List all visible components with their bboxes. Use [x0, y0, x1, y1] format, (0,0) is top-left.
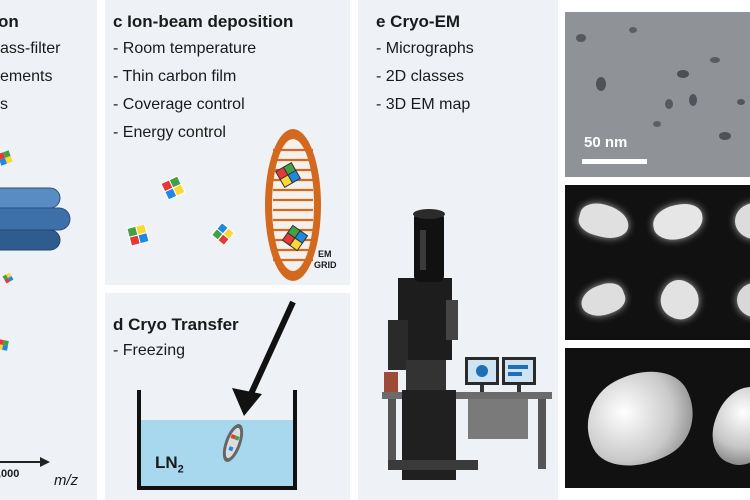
axis-tick-label: ,000: [0, 468, 20, 480]
panel-e-cryo-em: e Cryo-EM - Micrographs - 2D classes - 3…: [358, 0, 558, 500]
2d-class-6: [737, 283, 750, 317]
protein-chip-c1: [160, 175, 186, 201]
mz-axis-arrowhead: [40, 457, 50, 467]
2d-class-1: [575, 199, 633, 243]
panel-c-item-4: - Energy control: [113, 124, 226, 141]
axis-label-mz: m/z: [54, 472, 79, 489]
panel-b-mass-filter: on ass-filter ements s: [0, 0, 97, 500]
liquid-label: LN2: [155, 453, 184, 475]
protein-chip-b3: [0, 339, 9, 351]
liquid-label-subscript: 2: [177, 463, 184, 476]
panel-d-item-1: - Freezing: [113, 342, 186, 359]
em-grid-label-1: EM: [318, 249, 332, 259]
em-grid-icon: [265, 129, 321, 281]
panel-e-item-3: - 3D EM map: [376, 96, 471, 113]
panel-b-item-1: ass-filter: [0, 40, 61, 57]
scale-bar-label: 50 nm: [584, 134, 628, 151]
2d-classes-grid: [565, 185, 750, 340]
liquid-nitrogen: [139, 420, 295, 488]
panel-c-ion-beam-deposition: c Ion-beam deposition - Room temperature…: [105, 0, 350, 285]
protein-chip-c2: [126, 223, 150, 247]
2d-class-2: [650, 200, 706, 244]
panel-c-item-1: - Room temperature: [113, 40, 257, 57]
2d-class-5: [654, 274, 706, 326]
3d-map-surface-2: [703, 378, 750, 474]
panel-c-item-2: - Thin carbon film: [113, 68, 237, 85]
panel-b-item-2: ements: [0, 68, 53, 85]
panel-b-item-3: s: [0, 96, 8, 113]
protein-chip-c3: [211, 222, 235, 246]
panel-d-title: d Cryo Transfer: [113, 315, 239, 334]
panel-c-drawing: [126, 129, 321, 281]
panel-d-drawing: [137, 390, 297, 490]
3d-map-surface-1: [570, 353, 710, 485]
panel-e-title: e Cryo-EM: [376, 12, 461, 31]
panel-e-item-2: - 2D classes: [376, 68, 465, 85]
micrograph-particles: [576, 27, 745, 164]
3d-em-map: [565, 348, 750, 488]
2d-class-4: [577, 278, 629, 322]
protein-chip-b1: [0, 150, 13, 166]
quadrupole-rods-icon: [0, 187, 71, 251]
panel-c-item-3: - Coverage control: [113, 96, 245, 113]
frozen-grid-icon: [222, 424, 244, 462]
dewar-container: [137, 390, 297, 490]
2d-class-3: [735, 203, 750, 239]
protein-chip-b2: [2, 272, 14, 284]
panel-e-item-1: - Micrographs: [376, 40, 474, 57]
liquid-label-text: LN: [155, 453, 178, 472]
micrograph-image: 50 nm: [565, 12, 750, 177]
cryo-em-microscope-icon: [382, 209, 552, 480]
em-grid-label-2: GRID: [314, 260, 337, 270]
panel-b-drawing: [0, 150, 71, 467]
panel-d-cryo-transfer: d Cryo Transfer - Freezing LN2: [105, 293, 350, 500]
panel-b-title: on: [0, 12, 19, 31]
panel-c-title: c Ion-beam deposition: [113, 12, 294, 31]
